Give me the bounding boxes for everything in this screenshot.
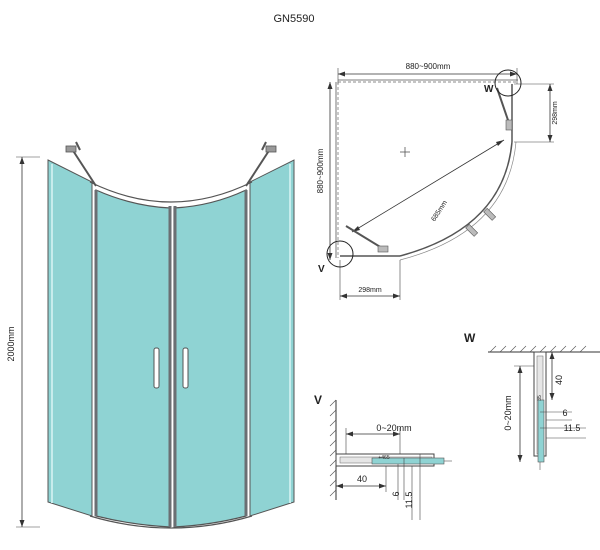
front-view: 2000mm — [6, 141, 295, 529]
detail-w-small-label: 35 — [537, 395, 543, 401]
plan-diagonal-label: 685mm — [430, 199, 449, 223]
detail-w-dim-11-5: 11.5 — [564, 423, 581, 433]
height-label: 2000mm — [6, 326, 16, 361]
plan-right-offset-label: 298mm — [552, 101, 559, 125]
detail-w-dim-40: 40 — [554, 375, 564, 385]
plan-depth-label: 880~900mm — [316, 148, 325, 193]
plan-door-arc — [399, 141, 513, 257]
detail-w-adjust-label: 0~20mm — [503, 395, 513, 430]
right-support-arm — [245, 141, 277, 187]
left-door-handle[interactable] — [153, 347, 160, 389]
detail-w: W 0~20mm 40 6 11.5 35 — [464, 331, 600, 470]
plan-marker-w: W — [484, 84, 494, 95]
plan-width-label: 880~900mm — [406, 62, 451, 71]
plan-marker-v: V — [318, 264, 325, 275]
left-fixed-glass-panel — [47, 159, 93, 517]
detail-v-title: V — [314, 393, 322, 407]
right-fixed-glass-panel — [249, 159, 295, 517]
plan-view: 880~900mm 880~900mm 685mm — [316, 62, 559, 300]
detail-v-adjust-label: 0~20mm — [376, 423, 411, 433]
detail-v-small-label: +465 — [378, 455, 389, 461]
detail-w-title: W — [464, 331, 476, 345]
detail-v-dim-6: 6 — [391, 491, 401, 496]
drawing-title: GN5590 — [274, 13, 315, 25]
right-door-handle[interactable] — [182, 347, 189, 389]
plan-bottom-offset-label: 298mm — [358, 287, 382, 294]
detail-w-callout-circle[interactable] — [494, 69, 522, 97]
height-dimension: 2000mm — [6, 156, 40, 528]
detail-v-callout-circle[interactable] — [326, 240, 354, 268]
detail-v-dim-11-5: 11.5 — [404, 492, 414, 509]
bottom-rail — [89, 515, 253, 529]
left-support-arm — [65, 141, 97, 187]
detail-v-dim-40: 40 — [357, 474, 367, 484]
detail-w-glass — [537, 399, 545, 463]
detail-v: V 0~20mm 40 6 11.5 — [314, 393, 452, 520]
detail-w-dim-6: 6 — [562, 408, 567, 418]
top-rail — [89, 181, 253, 203]
